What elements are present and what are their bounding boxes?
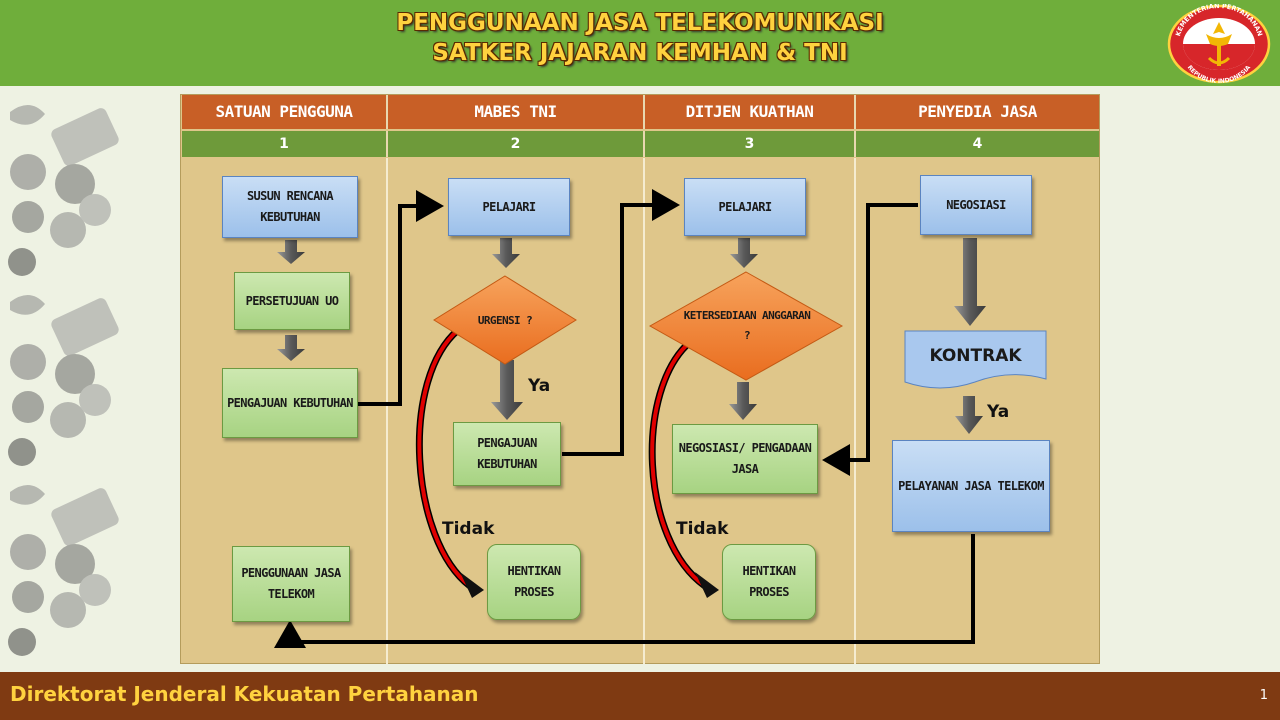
column-header-penyedia-jasa: PENYEDIA JASA (856, 95, 1099, 129)
node-penggunaan-jasa-telekom: PENGGUNAAN JASA TELEKOM (232, 546, 350, 622)
node-negosiasi-pengadaan: NEGOSIASI/ PENGADAAN JASA (672, 424, 818, 494)
decorative-emblems (8, 104, 119, 656)
node-pelayanan-jasa-telekom: PELAYANAN JASA TELEKOM (892, 440, 1050, 532)
column-header-mabes-tni: MABES TNI (388, 95, 645, 129)
node-pelajari-mabes: PELAJARI (448, 178, 570, 236)
column-number-1: 1 (182, 131, 388, 157)
column-header-satuan-pengguna: SATUAN PENGGUNA (182, 95, 388, 129)
page-number: 1 (1259, 688, 1268, 703)
column-divider (386, 158, 388, 664)
node-persetujuan-uo: PERSETUJUAN UO (234, 272, 350, 330)
label-urgensi: URGENSI ? (477, 313, 533, 327)
column-divider (643, 158, 645, 664)
node-pengajuan-kebutuhan-1: PENGAJUAN KEBUTUHAN (222, 368, 358, 438)
node-hentikan-proses-ditjen: HENTIKAN PROSES (722, 544, 816, 620)
column-number-3: 3 (645, 131, 856, 157)
node-pengajuan-kebutuhan-2: PENGAJUAN KEBUTUHAN (453, 422, 561, 486)
page-title: PENGGUNAAN JASA TELEKOMUNIKASI SATKER JA… (180, 8, 1100, 68)
label-ketersediaan-anggaran: KETERSEDIAAN ANGGARAN ? (683, 309, 811, 342)
node-negosiasi-penyedia: NEGOSIASI (920, 175, 1032, 235)
column-number-2: 2 (388, 131, 645, 157)
title-line-2: SATKER JAJARAN KEMHAN & TNI (432, 40, 848, 66)
label-ya-urgensi: Ya (528, 376, 551, 396)
label-kontrak: KONTRAK (929, 345, 1022, 366)
column-header-ditjen-kuathan: DITJEN KUATHAN (645, 95, 856, 129)
footer-organization: Direktorat Jenderal Kekuatan Pertahanan (10, 682, 479, 706)
title-line-1: PENGGUNAAN JASA TELEKOMUNIKASI (396, 10, 884, 36)
column-number-4: 4 (856, 131, 1099, 157)
node-susun-rencana: SUSUN RENCANA KEBUTUHAN (222, 176, 358, 238)
kemhan-logo: KEMENTERIAN PERTAHANAN REPUBLIK INDONESI… (1167, 4, 1271, 84)
label-tidak-urgensi: Tidak (442, 519, 495, 539)
header-bar (0, 0, 1280, 86)
column-divider (854, 158, 856, 664)
label-ya-kontrak: Ya (987, 402, 1010, 422)
label-tidak-anggaran: Tidak (676, 519, 729, 539)
node-hentikan-proses-mabes: HENTIKAN PROSES (487, 544, 581, 620)
footer-bar: Direktorat Jenderal Kekuatan Pertahanan … (0, 672, 1280, 720)
node-pelajari-ditjen: PELAJARI (684, 178, 806, 236)
